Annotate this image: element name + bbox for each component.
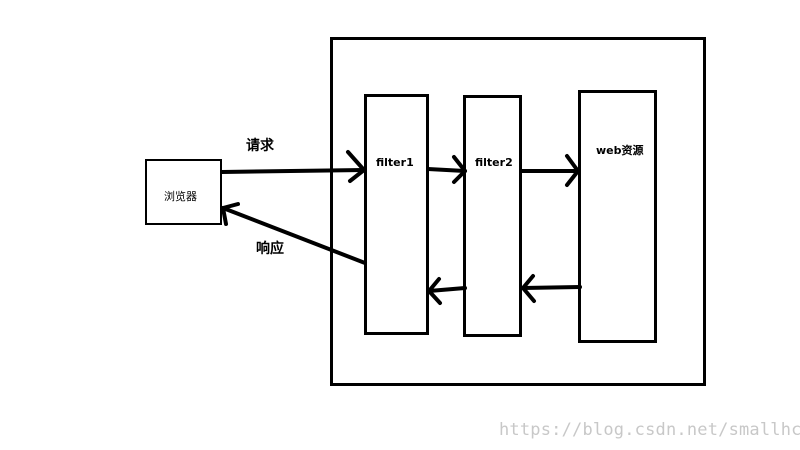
f2-web-arrow-head xyxy=(565,154,580,187)
browser-label: 浏览器 xyxy=(164,190,197,203)
filter2-box xyxy=(463,95,522,337)
filter2-label: filter2 xyxy=(475,156,513,169)
f1-f2-arrow-head xyxy=(452,155,467,184)
request-arrow-head xyxy=(346,150,366,183)
request-label: 请求 xyxy=(246,138,274,154)
web-f2-arrow-line xyxy=(521,285,582,290)
web-resource-box xyxy=(578,90,657,343)
filter1-label: filter1 xyxy=(376,156,414,169)
response-arrow-line xyxy=(221,206,367,265)
response-arrow-head xyxy=(221,202,240,226)
browser-box xyxy=(145,159,222,225)
response-label: 响应 xyxy=(256,241,284,257)
request-arrow-line xyxy=(220,168,366,174)
watermark-text: https://blog.csdn.net/smallhc xyxy=(499,420,800,440)
web-f2-arrow-head xyxy=(521,274,536,303)
f2-f1-arrow-line xyxy=(427,286,467,293)
f1-f2-arrow-line xyxy=(426,167,467,173)
f2-f1-arrow-head xyxy=(427,277,442,305)
web-resource-label: web资源 xyxy=(596,144,644,157)
filter1-box xyxy=(364,94,429,335)
